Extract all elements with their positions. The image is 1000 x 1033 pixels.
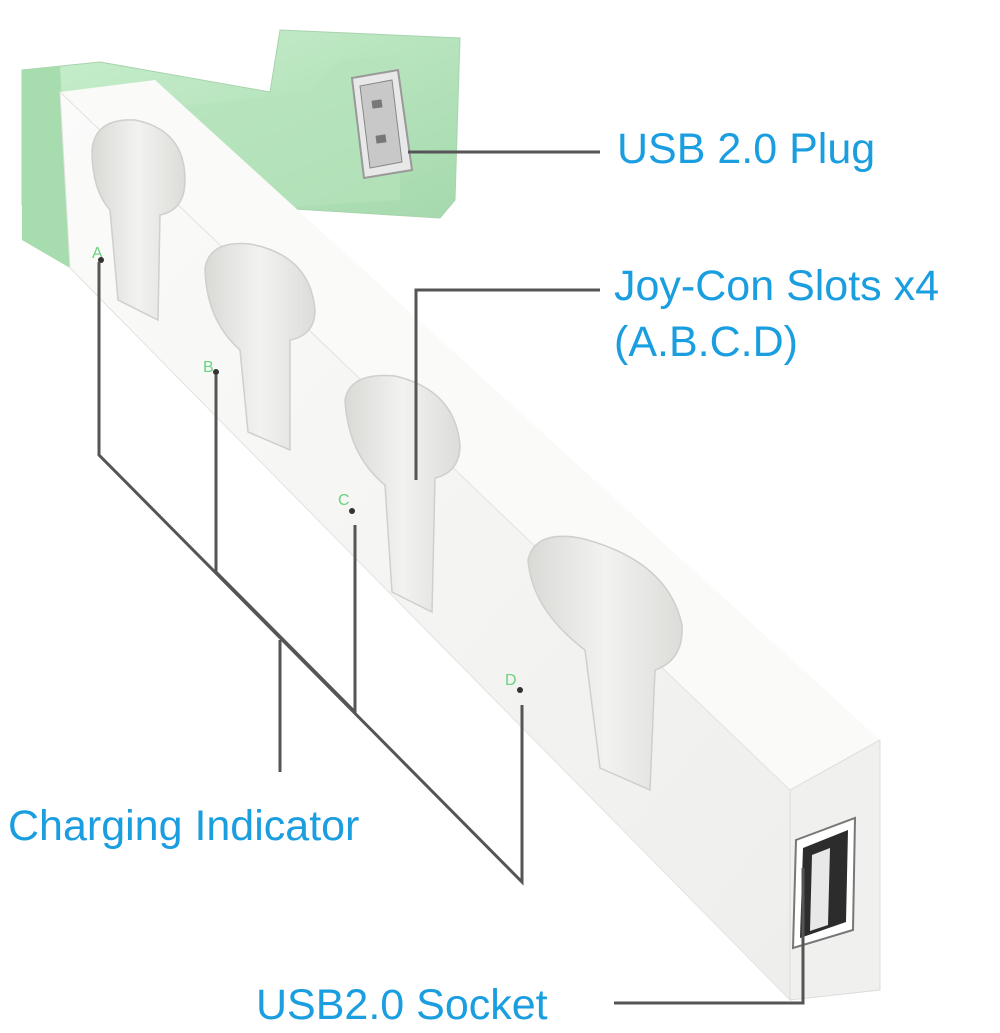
callout-joycon-slots: Joy-Con Slots x4 (A.B.C.D): [614, 258, 939, 370]
callout-charging-indicator: Charging Indicator: [8, 798, 359, 854]
callout-usb-plug: USB 2.0 Plug: [617, 121, 875, 177]
joycon-slots: [91, 119, 683, 792]
usb-socket: [791, 816, 857, 950]
slot-c: [344, 374, 461, 614]
charging-indicator-label: Charging Indicator: [8, 802, 360, 850]
indicator-dot-a: [98, 257, 104, 263]
indicator-letter-b: B: [203, 359, 214, 376]
charging-indicators: A B C D: [92, 245, 523, 693]
indicator-letter-d: D: [505, 672, 517, 689]
usb-plug: [350, 68, 414, 180]
leader-joycon-slots: [414, 288, 600, 480]
indicator-dot-c: [349, 508, 355, 514]
slot-d: [527, 535, 683, 792]
indicator-dot-d: [517, 687, 523, 693]
leader-lines: [97, 150, 805, 1005]
usb-socket-label: USB2.0 Socket: [256, 981, 548, 1029]
joycon-slots-label: Joy-Con Slots x4: [614, 262, 940, 310]
slot-a: [91, 119, 186, 322]
leader-indicator-b: [214, 375, 357, 716]
slot-b: [204, 242, 316, 452]
usb-plug-label: USB 2.0 Plug: [617, 125, 876, 173]
indicator-dot-b: [213, 369, 219, 375]
leader-usb-socket: [614, 868, 805, 1005]
indicator-letter-a: A: [92, 245, 103, 262]
indicator-letter-c: C: [338, 492, 350, 509]
joycon-slots-sublabel: (A.B.C.D): [614, 318, 798, 366]
callout-usb-socket: USB2.0 Socket: [256, 977, 548, 1033]
